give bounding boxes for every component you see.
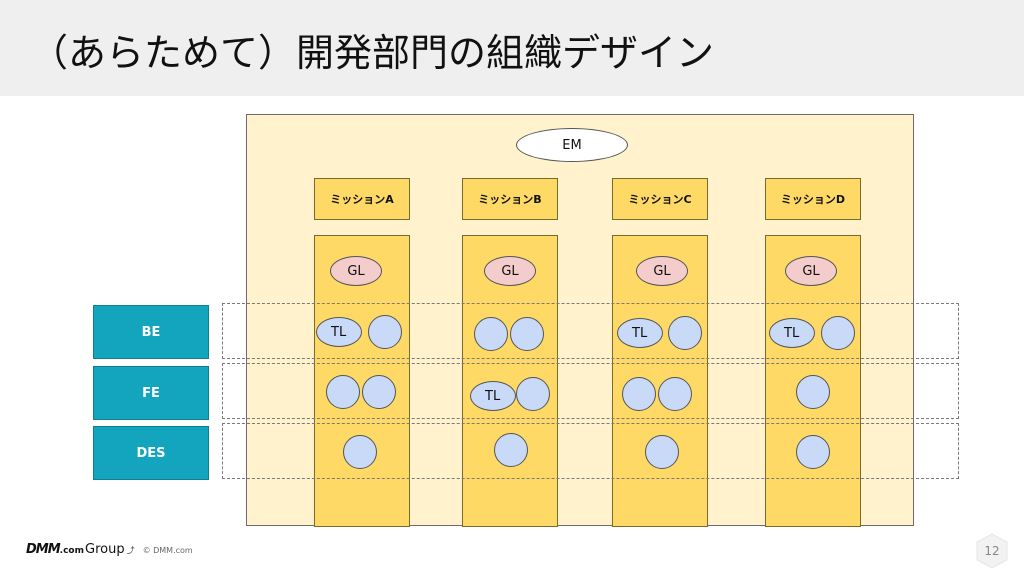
tl-label: TL bbox=[331, 324, 347, 340]
mission-b-header: ミッションB bbox=[462, 178, 558, 220]
logo-suffix: .com bbox=[59, 546, 84, 556]
member-node bbox=[796, 375, 830, 409]
gl-label: GL bbox=[802, 263, 820, 279]
tl-label: TL bbox=[632, 325, 648, 341]
page-number-badge: 12 bbox=[974, 532, 1010, 570]
role-des: DES bbox=[93, 426, 209, 480]
tl-label: TL bbox=[485, 388, 501, 404]
mission-d-header: ミッションD bbox=[765, 178, 861, 220]
hexagon-icon bbox=[976, 533, 1008, 569]
member-node bbox=[510, 317, 544, 351]
mission-label: ミッションD bbox=[780, 193, 846, 206]
em-node: EM bbox=[516, 128, 628, 162]
slide-title: （あらためて）開発部門の組織デザイン bbox=[30, 31, 715, 75]
member-node bbox=[622, 377, 656, 411]
member-node bbox=[658, 377, 692, 411]
member-node bbox=[343, 435, 377, 469]
tl-node: TL bbox=[470, 381, 516, 411]
member-node bbox=[796, 435, 830, 469]
gl-label: GL bbox=[347, 263, 365, 279]
em-label: EM bbox=[562, 137, 582, 153]
mission-label: ミッションA bbox=[330, 193, 394, 206]
member-node bbox=[362, 375, 396, 409]
role-fe: FE bbox=[93, 366, 209, 420]
gl-label: GL bbox=[501, 263, 519, 279]
role-be: BE bbox=[93, 305, 209, 359]
role-label: DES bbox=[136, 445, 166, 461]
slide-header bbox=[0, 0, 1024, 96]
tl-node: TL bbox=[769, 318, 815, 348]
role-label: FE bbox=[142, 385, 160, 401]
member-node bbox=[494, 433, 528, 467]
mission-a-header: ミッションA bbox=[314, 178, 410, 220]
member-node bbox=[326, 375, 360, 409]
logo-group: Group bbox=[85, 542, 125, 557]
gl-node-c: GL bbox=[636, 256, 688, 286]
copyright-text: © DMM.com bbox=[142, 546, 193, 555]
page-number: 12 bbox=[984, 544, 1000, 558]
company-logo: DMM.comGroup⤴ © DMM.com bbox=[26, 542, 193, 557]
member-node bbox=[368, 315, 402, 349]
logo-mark-icon: ⤴ bbox=[126, 546, 135, 555]
member-node bbox=[474, 317, 508, 351]
mission-label: ミッションB bbox=[478, 193, 542, 206]
be-band bbox=[222, 303, 959, 359]
mission-c-header: ミッションC bbox=[612, 178, 708, 220]
gl-label: GL bbox=[653, 263, 671, 279]
gl-node-a: GL bbox=[330, 256, 382, 286]
member-node bbox=[645, 435, 679, 469]
logo-brand: DMM bbox=[26, 542, 61, 557]
gl-node-d: GL bbox=[785, 256, 837, 286]
tl-node: TL bbox=[617, 318, 663, 348]
gl-node-b: GL bbox=[484, 256, 536, 286]
role-label: BE bbox=[141, 324, 161, 340]
member-node bbox=[821, 316, 855, 350]
mission-label: ミッションC bbox=[628, 193, 692, 206]
fe-band bbox=[222, 363, 959, 419]
tl-label: TL bbox=[784, 325, 800, 341]
member-node bbox=[516, 377, 550, 411]
tl-node: TL bbox=[316, 317, 362, 347]
des-band bbox=[222, 423, 959, 479]
member-node bbox=[668, 316, 702, 350]
